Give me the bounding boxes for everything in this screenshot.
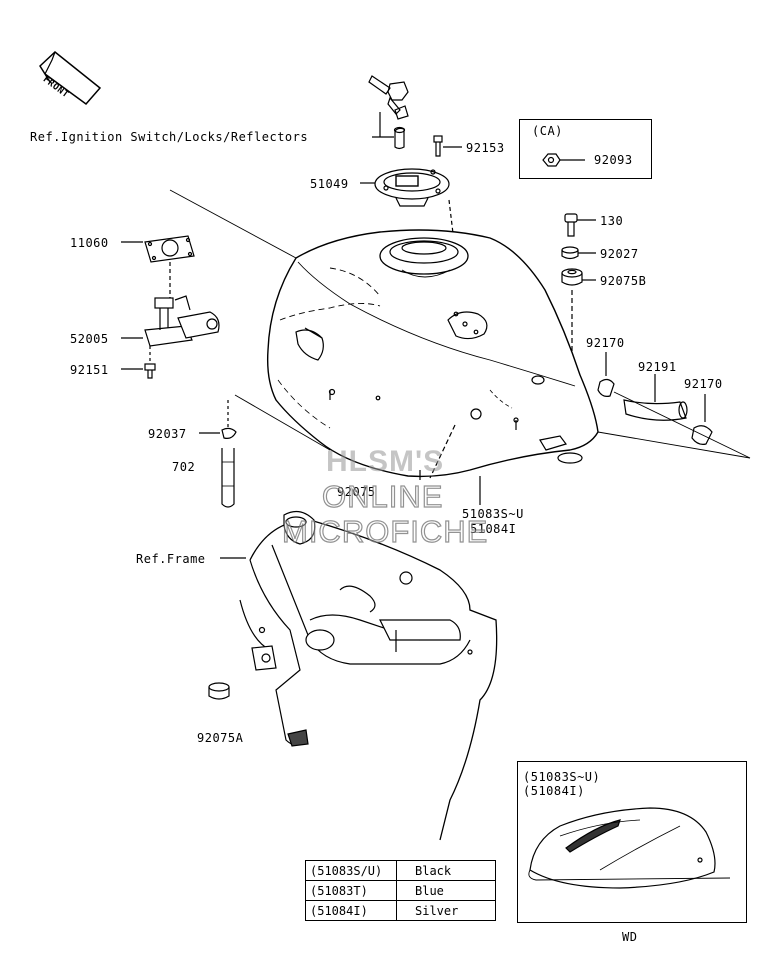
part-number-51049: 51049 — [310, 177, 349, 191]
frame-icon — [239, 510, 498, 841]
hose-icon — [221, 448, 235, 508]
table-row: (51084I) Silver — [305, 900, 496, 921]
washer-icon — [561, 246, 579, 260]
part-number-92075: 92075 — [337, 485, 376, 499]
watermark-line-2: ONLINE — [321, 479, 444, 514]
ignition-key-icon — [368, 75, 409, 120]
screw-icon — [433, 135, 443, 157]
fuel-cap-icon — [374, 168, 450, 207]
watermark-line-1: HLSM'S — [326, 445, 445, 478]
variant-color: Blue — [396, 880, 496, 901]
watermark-line-3: MICROFICHE — [281, 514, 489, 549]
variant-color: Silver — [396, 900, 496, 921]
part-number-92153: 92153 — [466, 141, 505, 155]
part-number-92075b: 92075B — [600, 274, 647, 288]
part-number-92151: 92151 — [70, 363, 109, 377]
inset-caption: WD — [622, 930, 638, 944]
lock-cylinder-icon — [393, 126, 406, 150]
screw-icon — [144, 363, 156, 379]
fuel-pump-icon — [144, 295, 220, 347]
inset-box: (51083S~U) (51084I) — [517, 761, 747, 923]
front-arrow-icon — [39, 51, 102, 106]
table-row: (51083T) Blue — [305, 880, 496, 901]
part-number-130: 130 — [600, 214, 624, 228]
part-number-92027: 92027 — [600, 247, 639, 261]
bolt-icon — [564, 213, 578, 237]
ref-ignition-label: Ref.Ignition Switch/Locks/Reflectors — [30, 130, 309, 144]
fuel-pump-gasket-icon — [144, 235, 195, 263]
clamp-icon — [597, 378, 615, 397]
ref-frame-label: Ref.Frame — [136, 552, 206, 566]
grommet-icon — [561, 268, 583, 286]
variant-color: Black — [396, 860, 496, 881]
part-number-51084: 51084I — [470, 522, 517, 536]
clamp-icon — [691, 425, 713, 445]
variant-code: (51083S/U) — [305, 860, 397, 881]
ca-variant-box: (CA) 92093 — [519, 119, 652, 179]
table-row: (51083S/U) Black — [305, 860, 496, 881]
part-number-92075a: 92075A — [197, 731, 244, 745]
ca-title: (CA) — [532, 124, 563, 138]
part-number-11060: 11060 — [70, 236, 109, 250]
variant-code: (51084I) — [305, 900, 397, 921]
color-variant-table: (51083S/U) Black (51083T) Blue (51084I) … — [305, 860, 496, 921]
grommet-icon — [208, 682, 230, 700]
variant-code: (51083T) — [305, 880, 397, 901]
clamp-icon — [221, 427, 237, 439]
part-number-51083: 51083S~U — [462, 507, 524, 521]
part-number-52005: 52005 — [70, 332, 109, 346]
part-number-92191: 92191 — [638, 360, 677, 374]
breather-hose-icon — [623, 399, 688, 421]
part-number-702: 702 — [172, 460, 196, 474]
part-number-92170-left: 92170 — [586, 336, 625, 350]
inset-part-line-2: (51084I) — [523, 784, 585, 798]
inset-tank-icon — [528, 807, 731, 889]
inset-part-line-1: (51083S~U) — [523, 770, 601, 784]
part-number-92037: 92037 — [148, 427, 187, 441]
part-number-92170-right: 92170 — [684, 377, 723, 391]
ca-part-number: 92093 — [594, 153, 633, 167]
fuel-tank-icon — [266, 229, 599, 480]
